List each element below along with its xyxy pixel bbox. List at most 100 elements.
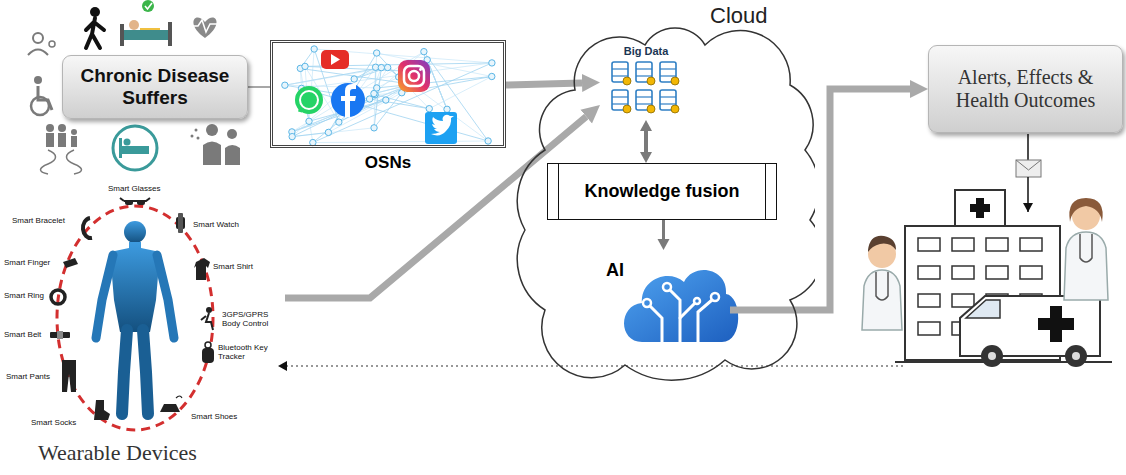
hospital-illustration bbox=[1064, 232, 1108, 300]
network-graphic bbox=[336, 119, 342, 125]
database-icons bbox=[612, 68, 628, 69]
device-icons bbox=[201, 313, 213, 330]
device-icons bbox=[206, 307, 212, 313]
ai-cloud-icon bbox=[694, 298, 700, 304]
ai-cloud-icon bbox=[670, 290, 680, 342]
social-logos bbox=[331, 54, 340, 65]
patient-icons bbox=[71, 136, 77, 147]
hospital-illustration bbox=[862, 270, 902, 330]
network-graphic bbox=[371, 125, 377, 131]
human-figure bbox=[96, 221, 174, 414]
network-graphic bbox=[485, 138, 491, 144]
connector-arrow bbox=[248, 86, 270, 88]
database-icons bbox=[647, 77, 655, 85]
big-data-store: Big Data bbox=[600, 45, 692, 120]
network-graphic bbox=[378, 64, 384, 70]
patient-icons bbox=[129, 20, 139, 30]
network-graphic bbox=[282, 46, 495, 146]
connector-arrow bbox=[506, 83, 582, 85]
network-graphic bbox=[421, 48, 427, 54]
ai-engine: AI bbox=[600, 250, 730, 350]
device-icons bbox=[50, 198, 214, 420]
database-icons bbox=[647, 105, 655, 113]
network-graphic bbox=[427, 60, 447, 109]
node-text-block: Cloud bbox=[710, 3, 767, 28]
patient-icons bbox=[142, 0, 154, 12]
ai-cloud-icon bbox=[643, 299, 651, 307]
message-arrow bbox=[1027, 177, 1029, 212]
patient-icons bbox=[197, 137, 200, 140]
device-icons bbox=[62, 360, 76, 392]
hospital-illustration bbox=[986, 238, 1008, 251]
network-graphic bbox=[426, 105, 432, 111]
patient-icons bbox=[124, 30, 168, 40]
network-graphic bbox=[373, 50, 379, 56]
network-graphic bbox=[311, 46, 317, 52]
device-icons bbox=[176, 396, 182, 398]
patient-icons bbox=[58, 133, 66, 147]
social-logos bbox=[431, 115, 454, 136]
network-graphic bbox=[366, 96, 372, 102]
network-graphic bbox=[328, 67, 375, 132]
device-icons bbox=[205, 342, 211, 348]
hospital-illustration bbox=[876, 272, 888, 300]
patient-icons bbox=[41, 150, 82, 174]
social-logos bbox=[419, 68, 422, 71]
node-text-block: AI bbox=[606, 260, 624, 281]
message-arrow bbox=[1016, 134, 1041, 212]
network-graphic bbox=[302, 88, 489, 141]
message-arrow bbox=[1016, 160, 1041, 170]
database-icons bbox=[612, 103, 628, 104]
network-graphic bbox=[384, 64, 390, 70]
database-icons bbox=[671, 105, 679, 113]
alert-box: Alerts, Effects & Health Outcomes bbox=[928, 45, 1123, 133]
patient-icons bbox=[140, 28, 160, 30]
network-graphic bbox=[427, 60, 447, 109]
patient-icons bbox=[189, 20, 221, 32]
human-figure bbox=[96, 255, 174, 338]
database-icons bbox=[636, 68, 652, 69]
device-icons bbox=[51, 290, 65, 304]
osn-panel: OSNs bbox=[270, 40, 506, 175]
database-icons bbox=[671, 77, 679, 85]
device-label: Bluetooth Key Tracker bbox=[218, 343, 273, 361]
hospital-illustration bbox=[1020, 238, 1042, 251]
message-arrow bbox=[1027, 134, 1029, 160]
node-label: Knowledge fusion bbox=[585, 181, 740, 202]
device-icons bbox=[137, 200, 145, 205]
device-label: Smart Ring bbox=[4, 291, 44, 300]
network-graphic bbox=[383, 97, 389, 103]
patient-icons bbox=[120, 24, 124, 46]
patient-icons bbox=[119, 138, 122, 158]
human-figure bbox=[110, 242, 160, 332]
patient-icons bbox=[46, 133, 54, 147]
osn-frame bbox=[270, 40, 506, 148]
patient-icons bbox=[225, 145, 240, 165]
social-logos bbox=[295, 50, 457, 144]
hospital-illustration bbox=[918, 238, 940, 251]
node-text-block: Big Data bbox=[600, 45, 692, 58]
database-icons bbox=[612, 75, 628, 76]
node-label: Chronic Disease Suffers bbox=[71, 65, 239, 109]
hospital-illustration bbox=[988, 352, 996, 360]
hospital-illustration bbox=[981, 345, 1003, 367]
social-logos bbox=[321, 50, 349, 69]
ai-cloud-icon bbox=[624, 270, 738, 342]
patient-icons bbox=[28, 50, 48, 56]
patient-icons bbox=[86, 18, 104, 48]
device-label: Smart Shoes bbox=[191, 412, 237, 421]
patient-icons bbox=[33, 33, 43, 43]
network-graphic bbox=[377, 53, 492, 76]
network-graphic bbox=[444, 106, 450, 112]
node-label: Big Data bbox=[600, 45, 692, 58]
device-label: Smart Belt bbox=[4, 330, 41, 339]
network-graphic bbox=[374, 85, 380, 91]
device-label: Smart Pants bbox=[6, 372, 50, 381]
database-icons bbox=[660, 75, 676, 76]
database-icons bbox=[636, 96, 652, 97]
node-text-block: Wearable Devices bbox=[38, 440, 197, 465]
social-logos bbox=[409, 71, 419, 81]
device-icons bbox=[160, 404, 180, 412]
device-icons bbox=[125, 200, 133, 205]
patient-icons bbox=[191, 135, 194, 138]
